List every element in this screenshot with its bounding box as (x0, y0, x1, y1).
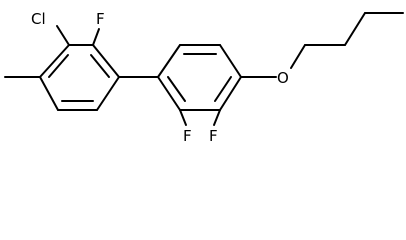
fluorine-atom-label: F (96, 10, 105, 28)
fluorine-atom-label: F (209, 127, 218, 145)
butyl-chain-bond (344, 12, 366, 46)
double-bond-inner (167, 76, 186, 102)
bond (157, 76, 181, 111)
bond (219, 44, 242, 78)
oxygen-atom-label: O (277, 69, 289, 87)
bond-to-fluorine-bottom-right (213, 109, 221, 126)
bond (96, 76, 120, 111)
bond-to-chlorine (56, 25, 70, 46)
bond-to-fluorine-bottom-left (179, 109, 187, 126)
double-bond-inner (90, 54, 110, 78)
bond (219, 76, 242, 111)
double-bond-inner (48, 54, 69, 78)
right-benzene-ring (157, 44, 242, 111)
bond (157, 44, 181, 78)
chemical-structure-diagram: Cl F F F O (4, 10, 404, 145)
chlorine-atom-label: Cl (31, 10, 46, 28)
bond (39, 44, 70, 78)
left-benzene-ring (39, 44, 120, 111)
bond (92, 44, 120, 78)
fluorine-atom-label: F (183, 127, 192, 145)
bond-to-fluorine-top (92, 28, 100, 46)
bond (39, 76, 59, 111)
double-bond-inner (214, 76, 232, 102)
butyl-chain-bond (290, 44, 306, 69)
